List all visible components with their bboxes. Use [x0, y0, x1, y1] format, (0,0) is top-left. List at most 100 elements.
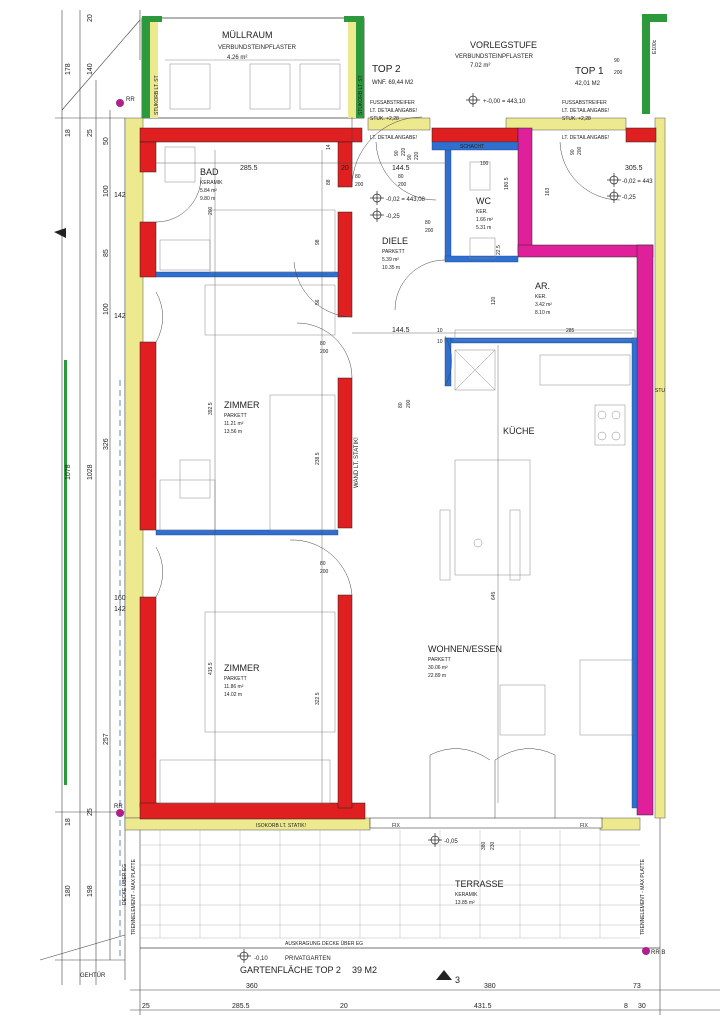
- svg-text:80: 80: [398, 174, 404, 180]
- muellraum-area: 4.26 m²: [227, 55, 247, 61]
- svg-text:120: 120: [491, 296, 497, 305]
- bottom-dims: 360 380 73 25 285.5 20 431.5 8 30: [142, 983, 646, 1010]
- svg-text:73: 73: [633, 983, 641, 990]
- svg-text:230: 230: [490, 841, 496, 850]
- svg-text:90: 90: [614, 58, 620, 64]
- wohnen-perimeter: 22.89 m: [428, 673, 446, 679]
- fussabstreifer-right: FUSSABSTREIFER: [562, 100, 607, 106]
- wc-perimeter: 5.31 m: [476, 225, 491, 231]
- svg-text:140: 140: [87, 63, 94, 75]
- svg-text:200: 200: [406, 399, 412, 408]
- diele-material: PARKETT: [382, 249, 405, 255]
- svg-text:100: 100: [480, 161, 489, 167]
- kueche-name: KÜCHE: [503, 426, 535, 436]
- svg-text:431.5: 431.5: [474, 1003, 492, 1010]
- svg-text:160: 160: [114, 595, 126, 602]
- svg-text:88: 88: [326, 179, 332, 185]
- stuk-left: STUK. +2,28: [370, 116, 399, 122]
- wohnen-material: PARKETT: [428, 657, 451, 663]
- top2-name: TOP 2: [372, 64, 401, 75]
- terrasse-name: TERRASSE: [455, 879, 504, 889]
- decke-ueber-eg: DECKE ÜBER EG: [121, 864, 128, 905]
- muellraum: [141, 16, 365, 119]
- svg-text:200: 200: [577, 146, 583, 155]
- svg-text:20: 20: [340, 1003, 348, 1010]
- ar-perimeter: 8.10 m: [535, 310, 550, 316]
- gartenflaeche-area: 39 M2: [352, 965, 377, 975]
- rr-marker-mid: [116, 809, 124, 817]
- privatgarten-label: PRIVATGARTEN: [285, 956, 331, 962]
- svg-text:200: 200: [320, 569, 329, 575]
- vorlegstufe-material: VERBUNDSTEINPFLASTER: [455, 54, 534, 60]
- svg-text:322.5: 322.5: [315, 692, 321, 705]
- top1-wnf: 42,01 M2: [575, 81, 601, 87]
- zimmer2-area: 11.86 m²: [224, 684, 244, 690]
- section-5: 5: [60, 228, 65, 238]
- ar-area: 3.42 m²: [535, 302, 552, 308]
- svg-text:200: 200: [208, 206, 214, 215]
- svg-text:285: 285: [566, 328, 575, 334]
- svg-text:326: 326: [103, 438, 110, 450]
- svg-text:200: 200: [320, 349, 329, 355]
- svg-text:180.5: 180.5: [504, 177, 510, 190]
- svg-text:305.5: 305.5: [625, 165, 643, 172]
- red-walls: [139, 127, 657, 820]
- svg-text:22.5: 22.5: [496, 245, 502, 255]
- vorlegstufe-name: VORLEGSTUFE: [470, 40, 537, 50]
- vorlegstufe-area: 7.02 m²: [470, 63, 490, 69]
- diele-name: DIELE: [382, 236, 408, 246]
- level-entry: +-0,00 = 443,10: [483, 99, 526, 105]
- zimmer1-perimeter: 13.56 m: [224, 429, 242, 435]
- svg-text:645: 645: [491, 591, 497, 600]
- wohnen-name: WOHNEN/ESSEN: [428, 644, 502, 654]
- rr-mid-label: RR: [114, 804, 123, 810]
- wand-statik-label: WAND LT. STATIK!: [354, 437, 360, 488]
- level-symbols: [237, 93, 621, 963]
- svg-text:80: 80: [355, 174, 361, 180]
- svg-text:80: 80: [320, 341, 326, 347]
- bad-name: BAD: [200, 167, 219, 177]
- garden-hedge: [64, 360, 67, 785]
- bad-material: KERAMIK: [200, 180, 223, 186]
- svg-text:80: 80: [320, 561, 326, 567]
- gehtuer-label: GEHTÜR: [80, 972, 106, 979]
- svg-text:144.5: 144.5: [392, 327, 410, 334]
- level-garden: -0,10: [254, 956, 268, 962]
- gartenflaeche-label: GARTENFLÄCHE TOP 2: [240, 965, 341, 975]
- interior-dims: 285.5 20 144.5 305.5 14 88 80 200 80 200…: [208, 58, 643, 850]
- svg-text:1028: 1028: [87, 464, 94, 480]
- svg-text:18: 18: [65, 129, 72, 137]
- svg-text:198: 198: [87, 885, 94, 897]
- diele-perimeter: 10.35 m: [382, 265, 400, 271]
- level-top1: -0,02 = 443: [622, 179, 653, 185]
- svg-text:8: 8: [624, 1003, 628, 1010]
- svg-text:220: 220: [414, 151, 420, 160]
- svg-text:14: 14: [326, 144, 332, 150]
- svg-text:142: 142: [114, 606, 126, 613]
- ar-material: KER.: [535, 294, 547, 300]
- zimmer2-material: PARKETT: [224, 676, 247, 682]
- level-top1-b: -0,25: [622, 195, 636, 201]
- ar-name: AR.: [535, 281, 550, 291]
- top1-name: TOP 1: [575, 66, 604, 77]
- top1-wall: [642, 14, 667, 22]
- trennelement-left: TRENNELEMENT - MAX PLATTE: [131, 858, 137, 935]
- zimmer2-name: ZIMMER: [224, 663, 260, 673]
- fix-left: FIX: [392, 823, 400, 829]
- door-swings: [155, 116, 621, 818]
- svg-text:30: 30: [638, 1003, 646, 1010]
- svg-text:200: 200: [355, 182, 364, 188]
- schacht-wc: SCHACHT: [460, 144, 484, 150]
- section-3: 3: [455, 975, 460, 985]
- top2-wnf: WNF. 69,44 M2: [372, 80, 414, 86]
- stu-label: STU: [655, 388, 665, 394]
- svg-text:180: 180: [65, 885, 72, 897]
- svg-text:25: 25: [87, 808, 94, 816]
- stukorb-left: STUKORB LT. ST: [154, 75, 160, 115]
- wc-material: KER.: [476, 209, 488, 215]
- stukorb-right: STUKORB LT. ST: [358, 75, 364, 115]
- svg-text:90: 90: [570, 149, 576, 155]
- e100-label: E100c: [652, 39, 658, 54]
- svg-text:285.5: 285.5: [240, 165, 258, 172]
- svg-text:20: 20: [341, 165, 349, 172]
